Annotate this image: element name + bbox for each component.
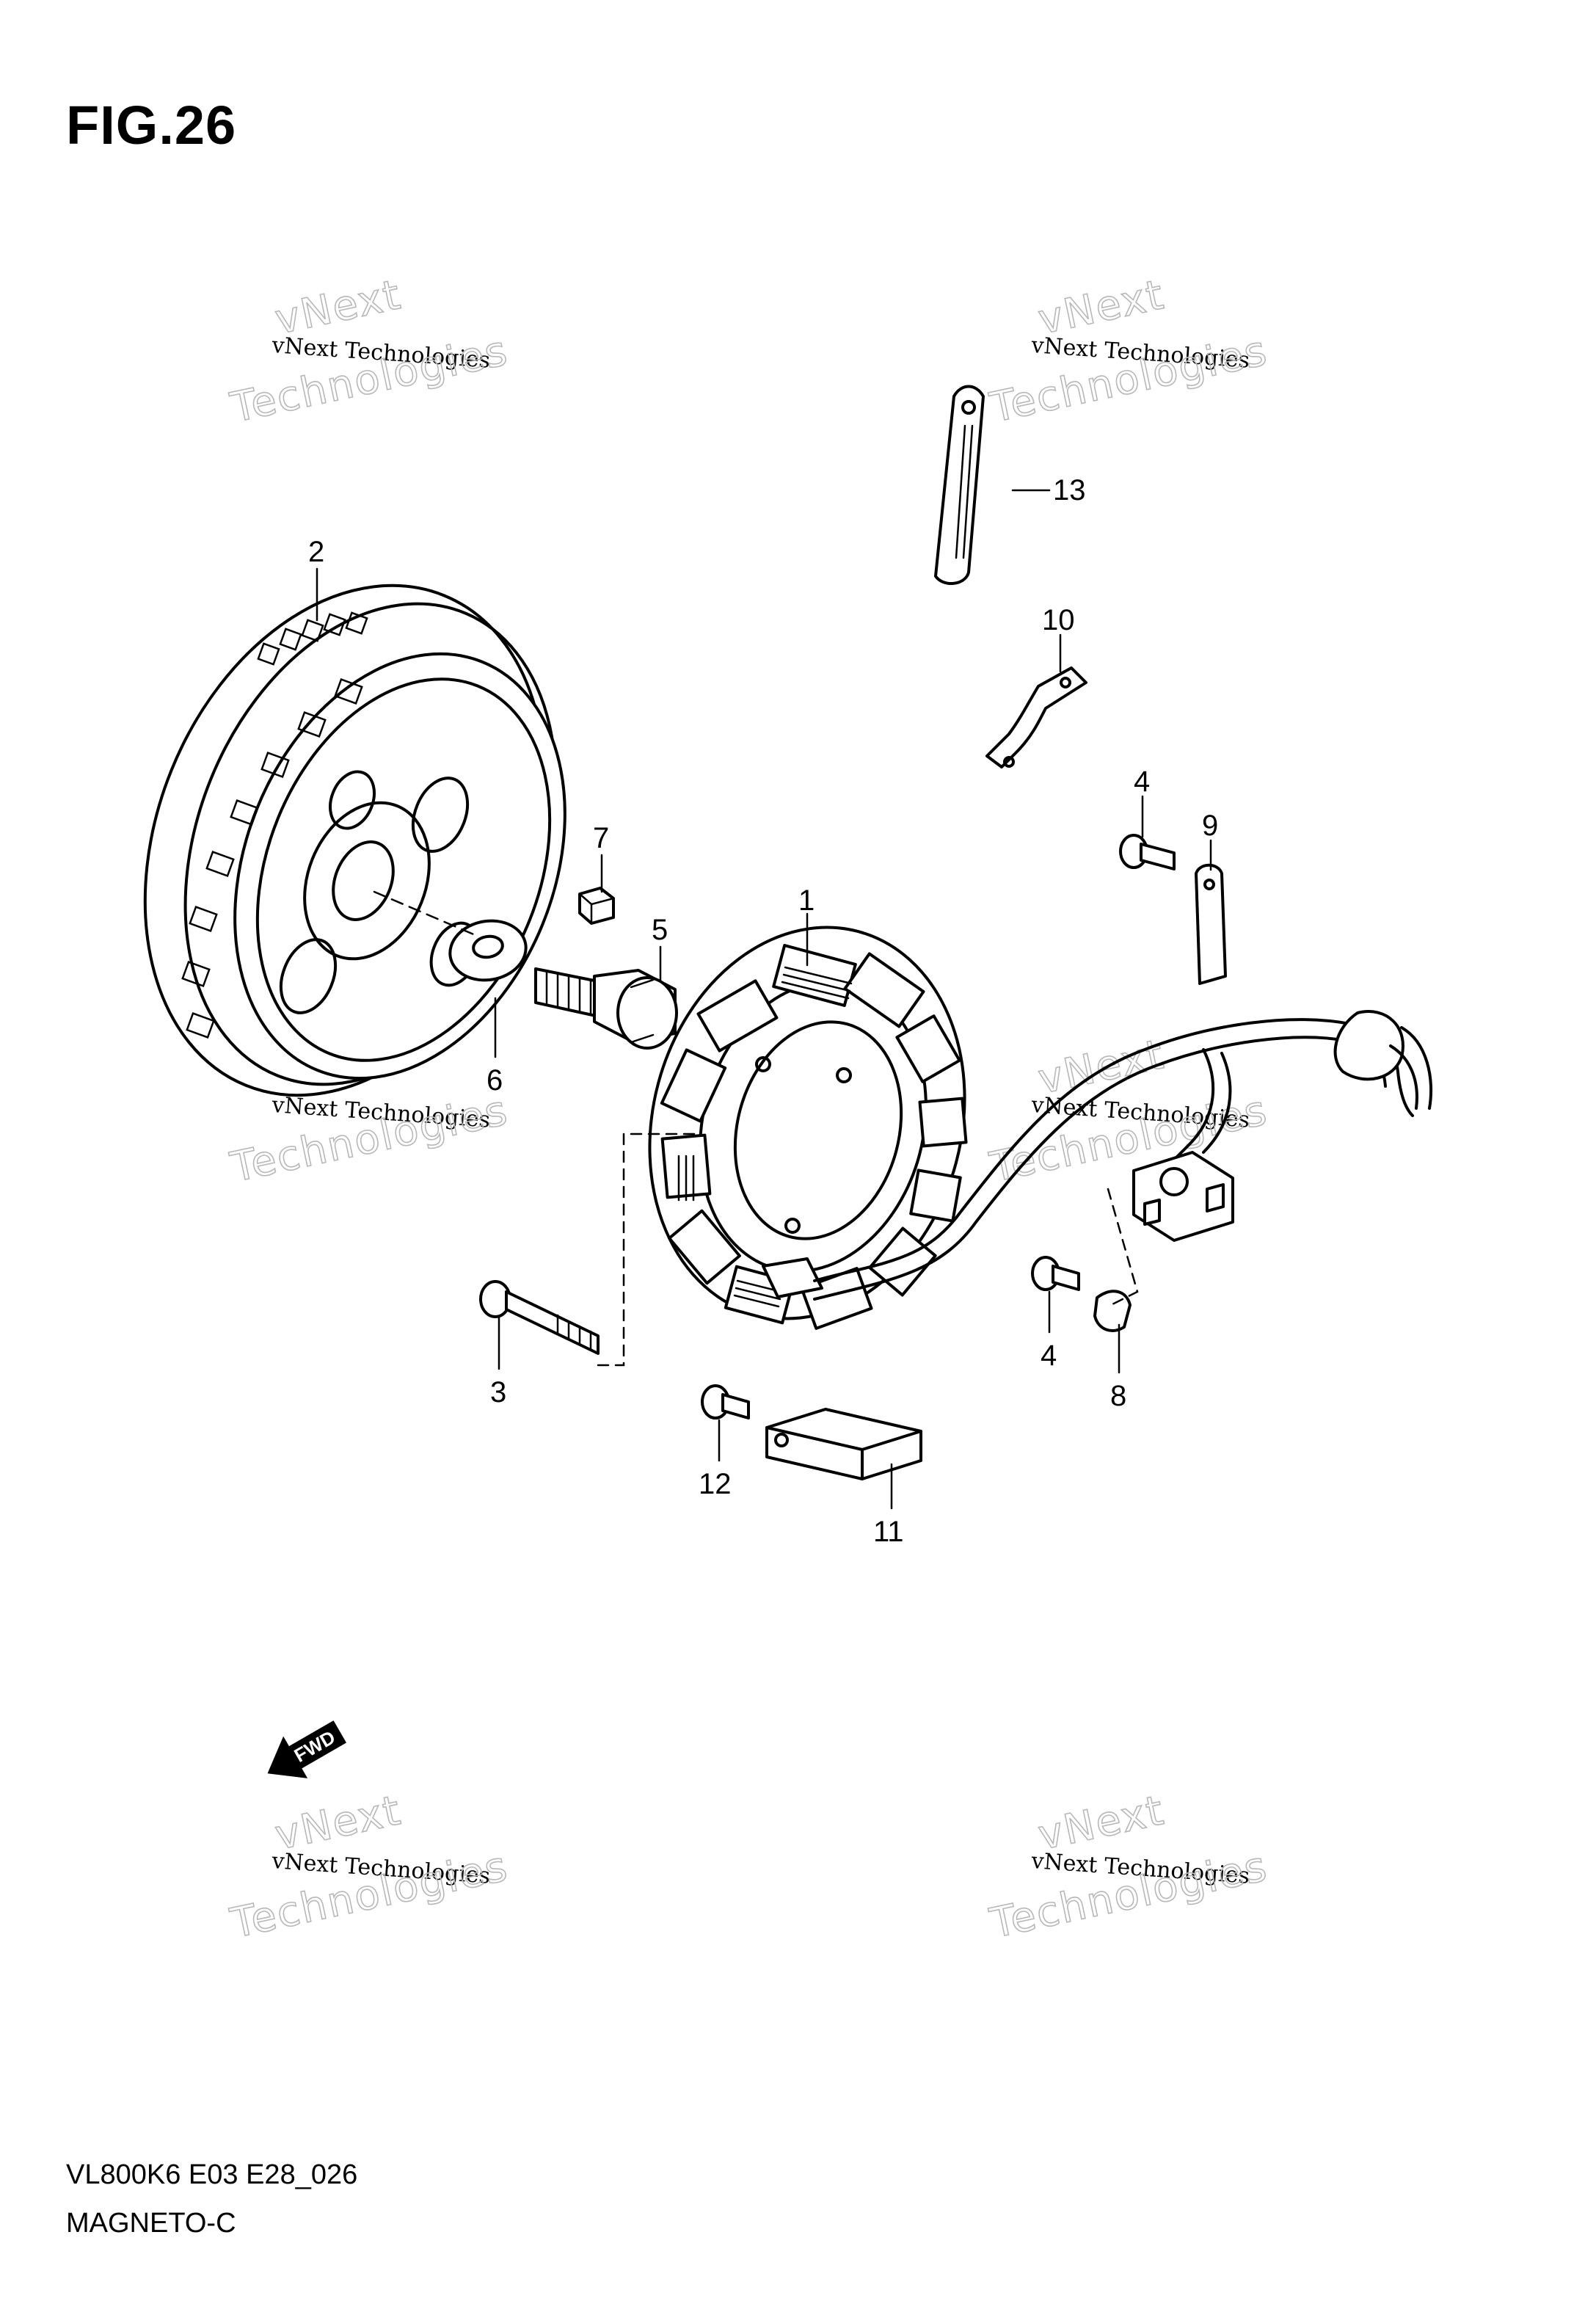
wire-clamp (985, 666, 1087, 768)
callout-7: 7 (593, 822, 609, 854)
clamp-plate (1195, 863, 1227, 985)
callout-13: 13 (1053, 474, 1086, 506)
watermark-bottom-left: vNext vNext Technologies Technologies (226, 1786, 513, 1948)
callout-2: 2 (308, 536, 324, 568)
leader-lines (316, 489, 1212, 1510)
callout-6: 6 (487, 1064, 503, 1097)
wire-harness (813, 1010, 1433, 1301)
watermark-bottom-right: vNext vNext Technologies Technologies (985, 1786, 1272, 1948)
stator-bolt (479, 1280, 600, 1355)
watermark-text-vnext: vNext (271, 1786, 405, 1860)
clip (1093, 1290, 1132, 1332)
cover-plate (765, 1408, 922, 1480)
callout-12: 12 (699, 1468, 732, 1500)
screw-cover (701, 1384, 750, 1419)
callout-8: 8 (1110, 1380, 1126, 1412)
screw-lower (1031, 1256, 1080, 1291)
callout-4-upper: 4 (1134, 766, 1150, 798)
watermark-text-vnext: vNext (1034, 1786, 1168, 1860)
watermark-text-vnext: vNext (271, 271, 405, 344)
callout-4-lower: 4 (1041, 1339, 1057, 1372)
footer-figure-name: MAGNETO-C (66, 2208, 236, 2239)
stator (648, 926, 968, 1330)
callout-1: 1 (798, 884, 815, 917)
key (578, 887, 615, 925)
footer-model-code: VL800K6 E03 E28_026 (66, 2159, 358, 2190)
clamp-band (934, 385, 985, 586)
watermark-top-right: vNext vNext Technologies Technologies (985, 270, 1272, 432)
screw-upper (1119, 834, 1176, 870)
callout-5: 5 (652, 914, 668, 946)
callout-10: 10 (1042, 604, 1075, 636)
callout-9: 9 (1202, 810, 1218, 842)
watermark-text-vnext: vNext (1034, 271, 1168, 344)
callout-labels: 2 1 6 7 5 13 10 4 9 3 4 8 12 11 (308, 474, 1218, 1548)
figure-title: FIG.26 (66, 95, 237, 156)
callout-11: 11 (873, 1516, 904, 1548)
washer (448, 919, 528, 982)
pickup-sensor (1132, 1151, 1234, 1242)
rotor-bolt (534, 967, 678, 1050)
watermark-top-left: vNext vNext Technologies Technologies (226, 270, 513, 432)
fwd-arrow-icon: FWD (267, 1720, 347, 1778)
callout-3: 3 (490, 1376, 506, 1408)
rotor-flywheel (143, 584, 566, 1097)
